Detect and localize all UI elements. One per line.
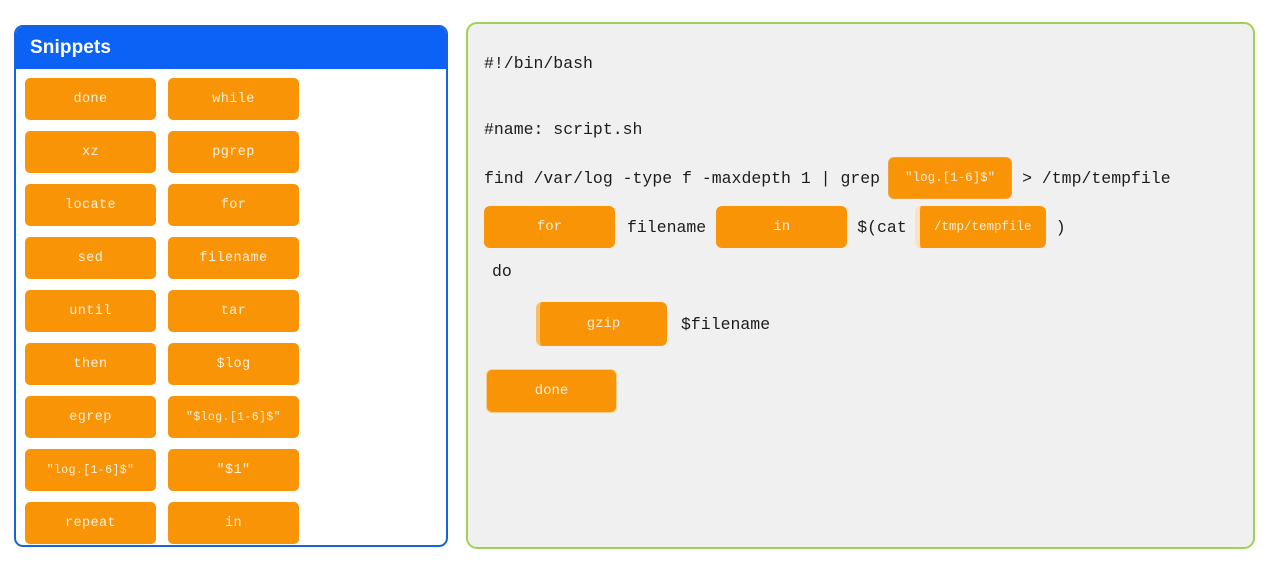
snippets-panel: Snippets done while xz pgrep locate for … [14,25,448,547]
find-redirect-text: > /tmp/tempfile [1022,168,1171,188]
gzip-argument-text: $filename [681,314,771,334]
script-line-done: done [484,368,1253,414]
snippet-chip-tar[interactable]: tar [168,290,299,332]
script-line-shebang: #!/bin/bash [484,50,1253,76]
script-chip-grep-pattern[interactable]: "log.[1-6]$" [888,157,1013,199]
snippets-title: Snippets [30,37,112,58]
snippet-chip-xz[interactable]: xz [25,131,156,173]
cat-suffix-text: ) [1055,217,1066,237]
cat-prefix-text: $(cat [857,217,907,237]
snippet-chip-grid: done while xz pgrep locate for sed filen… [25,78,437,545]
snippet-chip-while[interactable]: while [168,78,299,120]
script-line-gzip: gzip $filename [484,300,1253,348]
snippet-chip-sed[interactable]: sed [25,237,156,279]
snippets-header: Snippets [16,27,446,69]
snippet-chip-repeat[interactable]: repeat [25,502,156,544]
script-panel[interactable]: #!/bin/bash #name: script.sh find /var/l… [466,22,1255,549]
snippet-chip-dollar-one[interactable]: "$1" [168,449,299,491]
script-line-find: find /var/log -type f -maxdepth 1 | grep… [484,156,1253,200]
do-keyword-text: do [492,261,512,281]
snippet-chip-filename[interactable]: filename [168,237,299,279]
for-variable-text: filename [627,217,707,237]
script-body: #!/bin/bash #name: script.sh find /var/l… [468,24,1253,414]
script-chip-in[interactable]: in [716,206,848,248]
script-chip-tempfile[interactable]: /tmp/tempfile [914,206,1046,248]
script-chip-done[interactable]: done [486,369,617,413]
script-line-for: for filename in $(cat /tmp/tempfile ) [484,204,1253,250]
snippet-chip-regex-log[interactable]: "log.[1-6]$" [25,449,156,491]
script-line-do: do [484,258,1253,284]
find-command-text: find /var/log -type f -maxdepth 1 | grep [484,168,881,188]
snippet-chip-locate[interactable]: locate [25,184,156,226]
snippet-chip-done[interactable]: done [25,78,156,120]
script-chip-gzip[interactable]: gzip [536,302,667,346]
shebang-text: #!/bin/bash [484,53,593,73]
snippet-chip-until[interactable]: until [25,290,156,332]
snippet-chip-egrep[interactable]: egrep [25,396,156,438]
snippet-chip-for[interactable]: for [168,184,299,226]
snippet-chip-pgrep[interactable]: pgrep [168,131,299,173]
script-line-name-comment: #name: script.sh [484,116,1253,142]
snippet-chip-dollar-log[interactable]: $log [168,343,299,385]
snippet-chip-then[interactable]: then [25,343,156,385]
name-comment-text: #name: script.sh [484,119,643,139]
snippet-chip-regex-dollar-log[interactable]: "$log.[1-6]$" [168,396,299,438]
snippet-chip-in[interactable]: in [168,502,299,544]
snippets-body: done while xz pgrep locate for sed filen… [16,69,446,545]
script-chip-for[interactable]: for [484,206,615,248]
